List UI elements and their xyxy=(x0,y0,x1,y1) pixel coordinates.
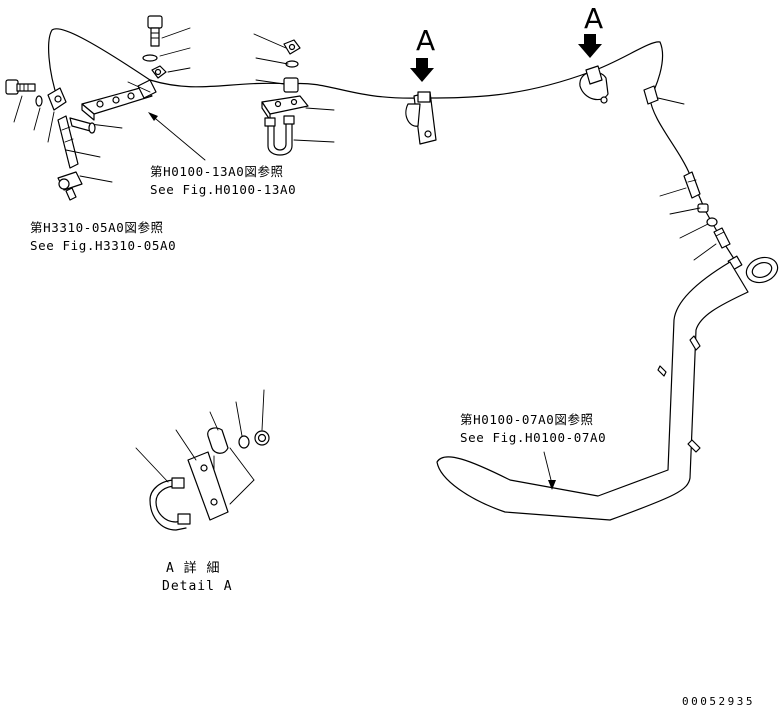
spacer-pipe xyxy=(69,117,96,134)
view-marker-right: A xyxy=(584,2,603,35)
ref-h3310-05a0-en: See Fig.H3310-05A0 xyxy=(30,238,176,253)
bracket-plate xyxy=(81,87,153,121)
washer-left xyxy=(35,95,43,107)
clamp-right xyxy=(579,65,609,104)
clip-center xyxy=(283,77,299,93)
fitting-2 xyxy=(706,217,718,227)
drawing-code: 00052935 xyxy=(682,695,755,708)
clip-right-small xyxy=(643,85,659,105)
u-bolt-center xyxy=(264,115,295,156)
washer-upper xyxy=(142,54,158,62)
ref-h0100-07a0-jp: 第H0100-07A0図参照 xyxy=(460,412,594,427)
clamp-middle xyxy=(405,91,437,145)
clip-upper xyxy=(137,79,157,99)
detail-a-title-jp: A 詳 細 xyxy=(166,560,220,576)
detail-a-title-en: Detail A xyxy=(162,579,233,594)
sensor-right xyxy=(683,171,701,199)
bracket-center xyxy=(261,95,309,121)
detail-a-drawing xyxy=(135,389,270,531)
ref-h0100-13a0-jp: 第H0100-13A0図参照 xyxy=(150,164,284,179)
nut-center xyxy=(283,39,301,55)
bolt-left xyxy=(5,79,36,95)
fitting-3 xyxy=(713,227,731,249)
view-marker-left: A xyxy=(416,24,435,57)
sensor-tube xyxy=(57,115,79,169)
ref-h0100-07a0-en: See Fig.H0100-07A0 xyxy=(460,430,606,445)
arrow-marker-right: A xyxy=(578,2,603,58)
ref-h0100-13a0-en: See Fig.H0100-13A0 xyxy=(150,182,296,197)
t-connector xyxy=(57,171,83,201)
large-pipe xyxy=(436,256,779,521)
arrow-marker-left: A xyxy=(410,24,435,82)
clamp-left xyxy=(47,87,67,111)
bolt-upper xyxy=(147,15,163,47)
nut-upper xyxy=(151,65,167,79)
ref-h3310-05a0-jp: 第H3310-05A0図参照 xyxy=(30,220,164,235)
